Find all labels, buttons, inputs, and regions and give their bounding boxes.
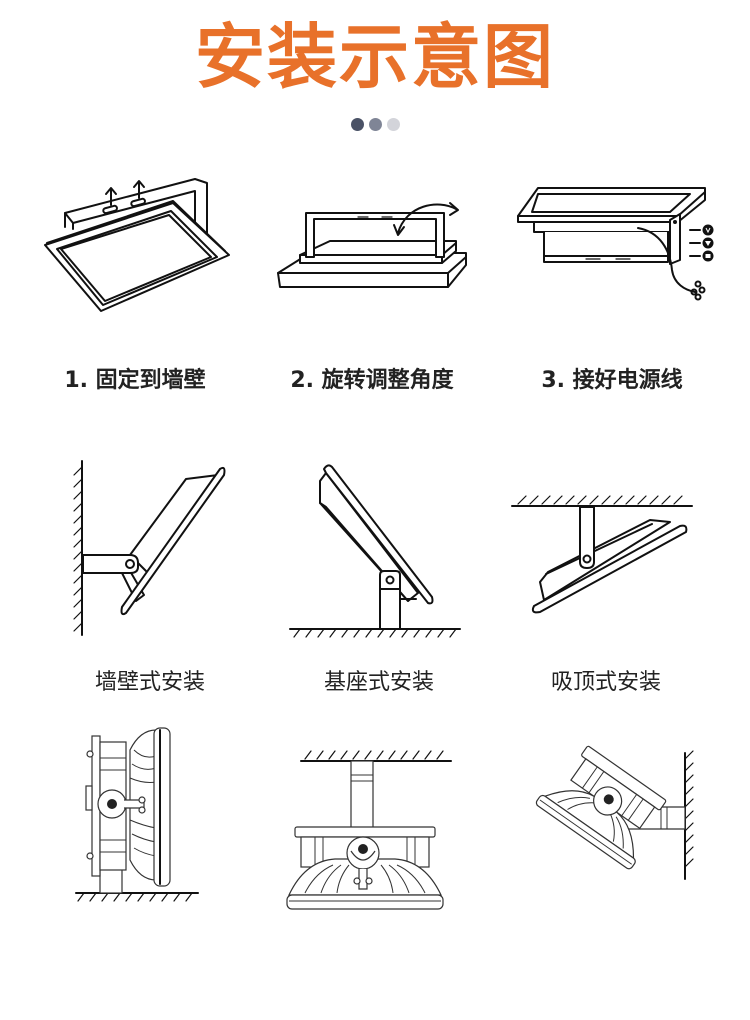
ceiling-mount-floodlight-icon: [500, 482, 710, 622]
pager-dot[interactable]: [350, 118, 364, 131]
step-caption: 2. 旋转调整角度: [290, 368, 454, 393]
floor-mount-highbay-icon: [60, 720, 260, 910]
pager-dot[interactable]: [386, 118, 400, 131]
page-title: 安装示意图: [195, 16, 555, 98]
base-mount-floodlight-icon: [280, 455, 470, 640]
wall-mount-floodlight-icon: [60, 455, 240, 640]
pager-dot[interactable]: [368, 118, 382, 131]
floodlight-bracket-up-arrows-icon: [35, 165, 245, 315]
ceiling-pendant-highbay-icon: [275, 745, 475, 915]
step-caption: 1. 固定到墙壁: [64, 368, 206, 393]
step-caption: 3. 接好电源线: [541, 368, 683, 393]
floodlight-rotate-arrow-icon: [270, 185, 480, 295]
pager-dots: [0, 118, 750, 131]
live-terminal-icon: [702, 224, 714, 236]
floodlight-wiring-icon: [510, 180, 730, 310]
mount-caption: 吸顶式安装: [550, 670, 661, 695]
mount-caption: 墙壁式安装: [94, 670, 205, 695]
wall-arm-highbay-icon: [495, 745, 705, 895]
mount-caption: 基座式安装: [323, 670, 434, 695]
